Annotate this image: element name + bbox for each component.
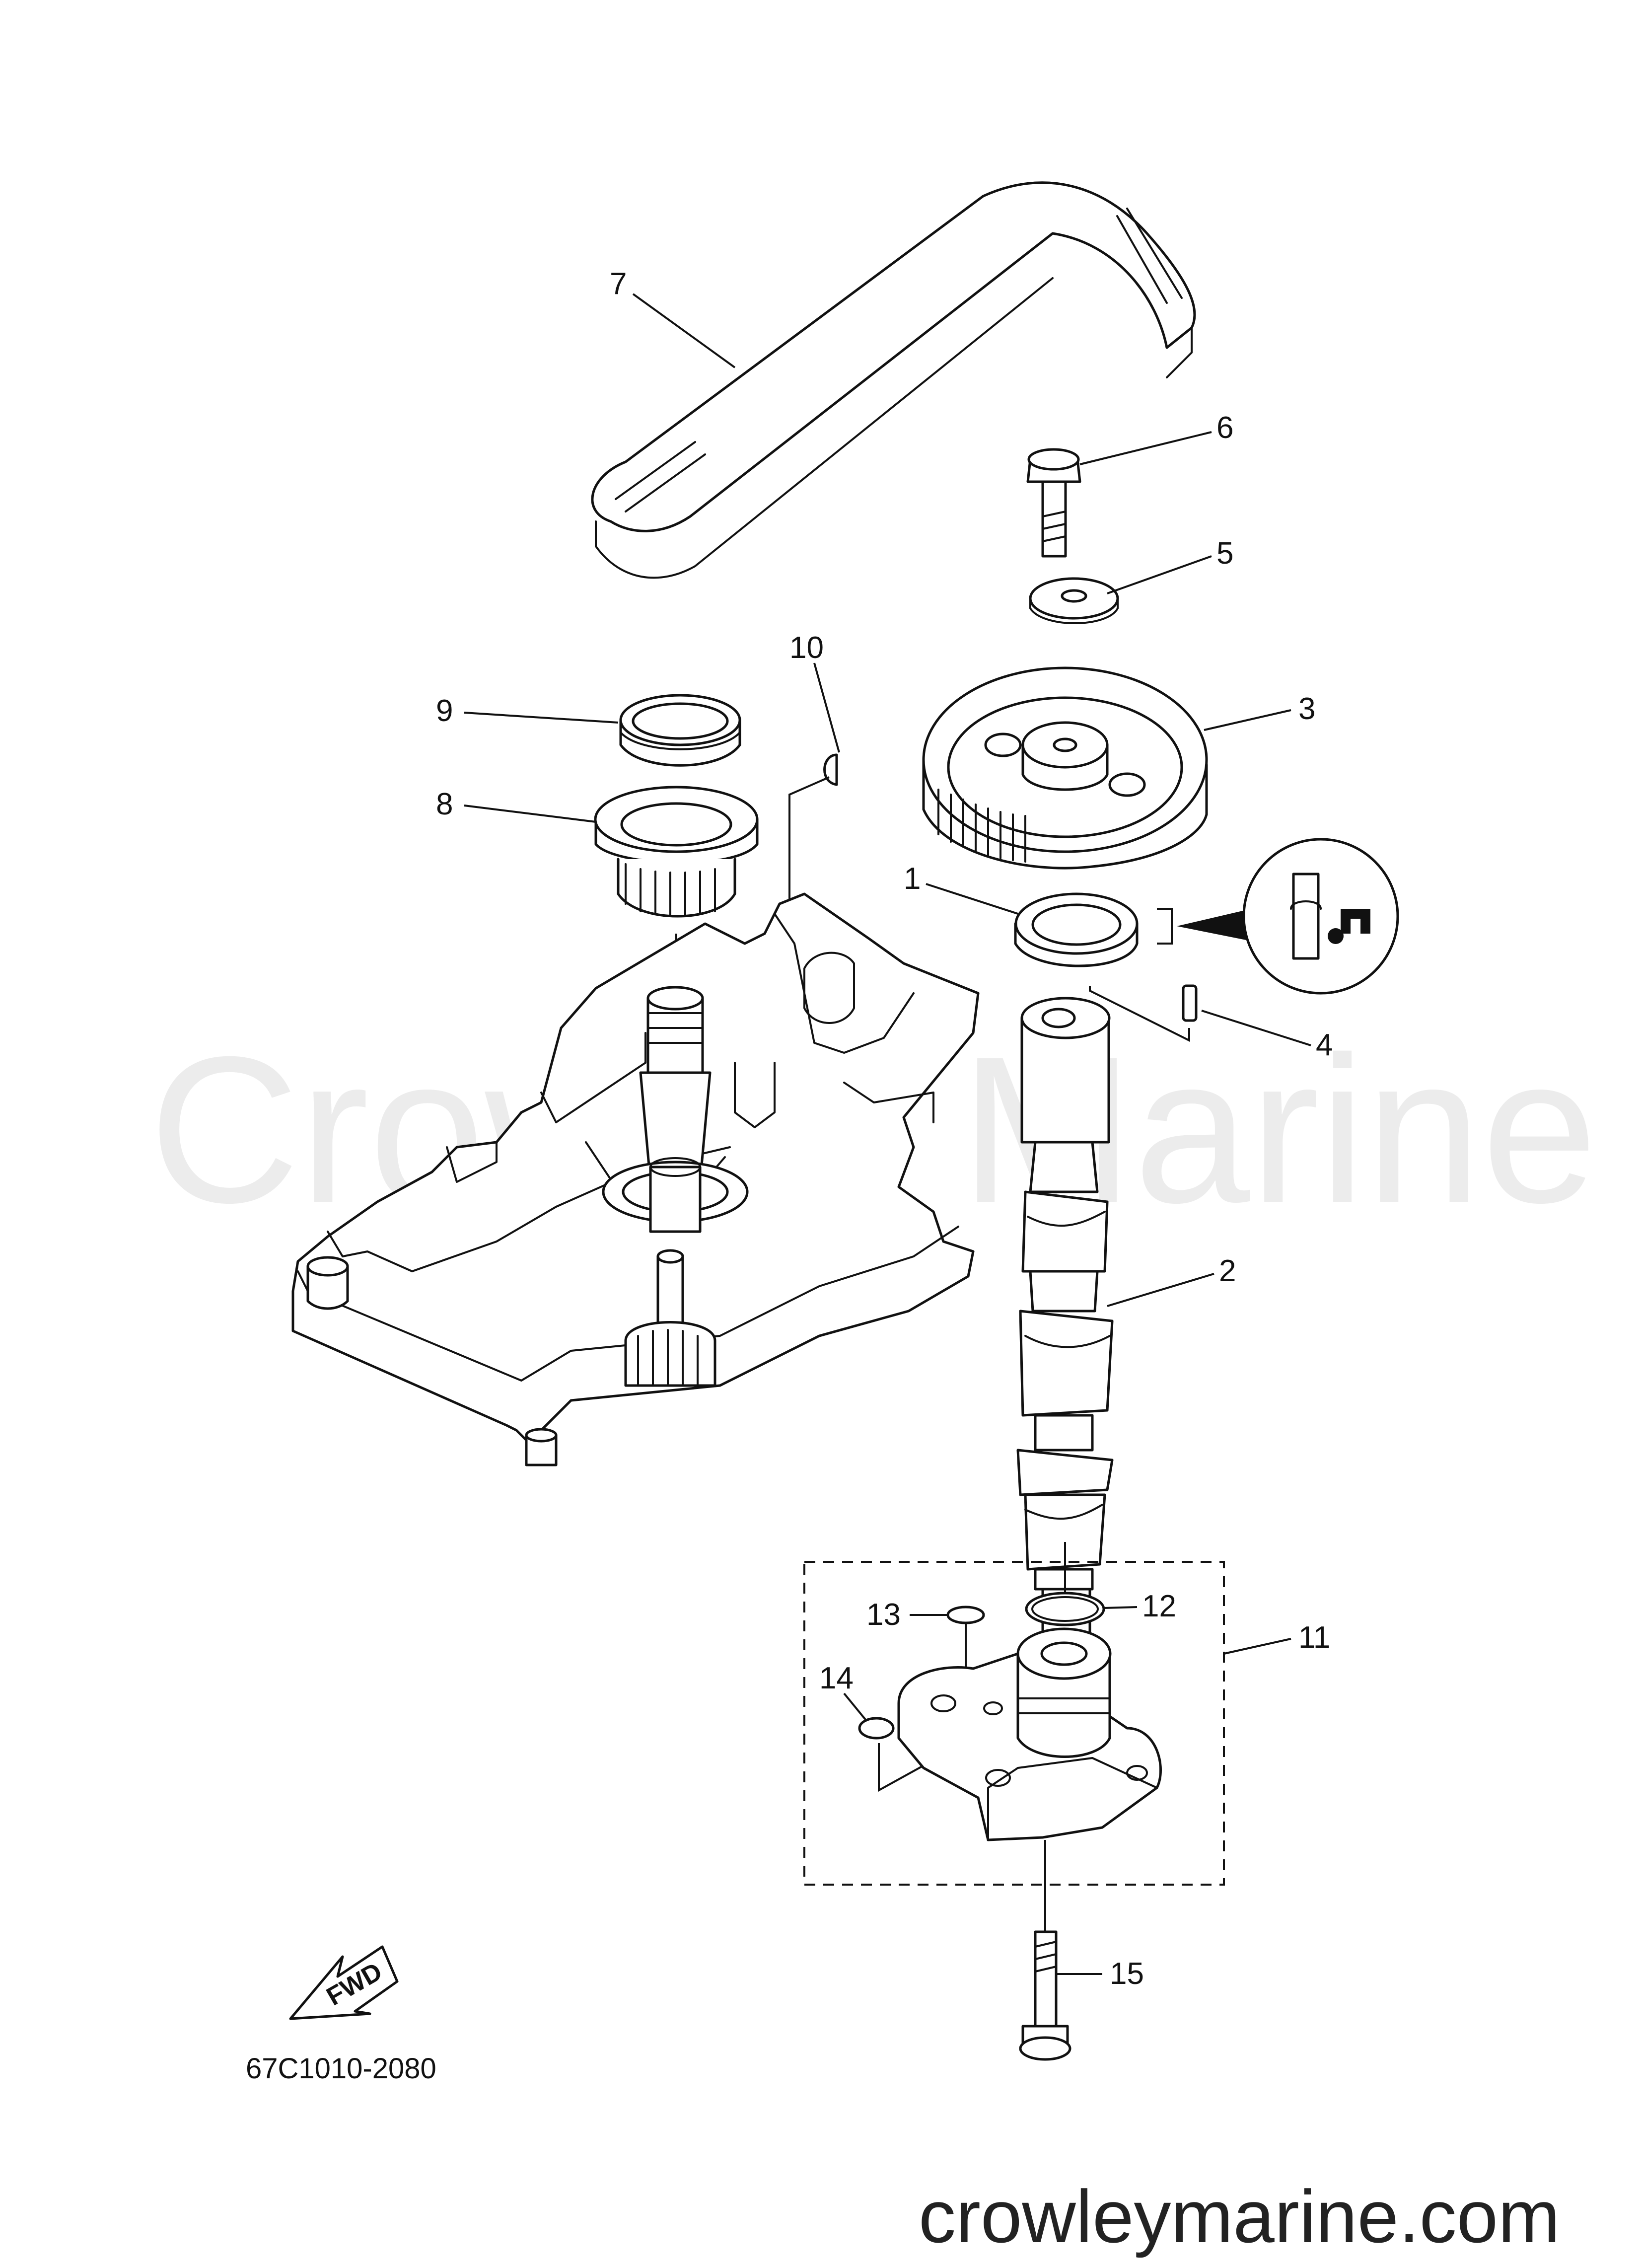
camshaft-2-illustration: [1016, 997, 1114, 1740]
callout-1: 1: [904, 862, 921, 896]
callout-9: 9: [436, 694, 453, 728]
callout-3: 3: [1298, 692, 1315, 726]
bolt-15-illustration: [1019, 1930, 1071, 2061]
callout-10: 10: [789, 631, 824, 665]
forward-arrow-icon: FWD: [289, 1945, 399, 2020]
callout-4: 4: [1316, 1028, 1333, 1062]
camshaft-pulley-3-illustration: [922, 666, 1208, 870]
website-text: crowleymarine.com: [919, 2175, 1560, 2258]
timing-belt-illustration: [591, 181, 1196, 579]
callout-8: 8: [436, 787, 453, 821]
bolt-6-illustration: [1026, 448, 1081, 558]
oil-pump-assembly-11-illustration: [803, 1542, 1225, 1932]
oil-seal-1-illustration: [1014, 892, 1251, 967]
lower-housing-illustration: [291, 892, 980, 1466]
ring-9-illustration: [619, 694, 741, 767]
housing-8-illustration: [594, 786, 759, 988]
callout-11: 11: [1298, 1620, 1330, 1655]
drawing-code: 67C1010-2080: [246, 2052, 436, 2085]
washer-5-illustration: [1029, 577, 1119, 624]
callout-5: 5: [1216, 536, 1233, 571]
dowel-pin-4-illustration: [1089, 984, 1198, 1042]
callout-6: 6: [1216, 411, 1233, 445]
callout-2: 2: [1219, 1254, 1236, 1288]
callout-leaders: [464, 293, 1311, 1975]
callout-12: 12: [1142, 1589, 1176, 1623]
callout-13: 13: [866, 1598, 901, 1632]
callout-7: 7: [610, 267, 627, 301]
callout-labels: 1 2 3 4 5 6 7 8 9 10 11 12 13 14 15: [436, 267, 1333, 1991]
lubrication-detail-illustration: [1242, 838, 1399, 995]
callout-15: 15: [1110, 1957, 1144, 1991]
callout-14: 14: [819, 1661, 854, 1695]
